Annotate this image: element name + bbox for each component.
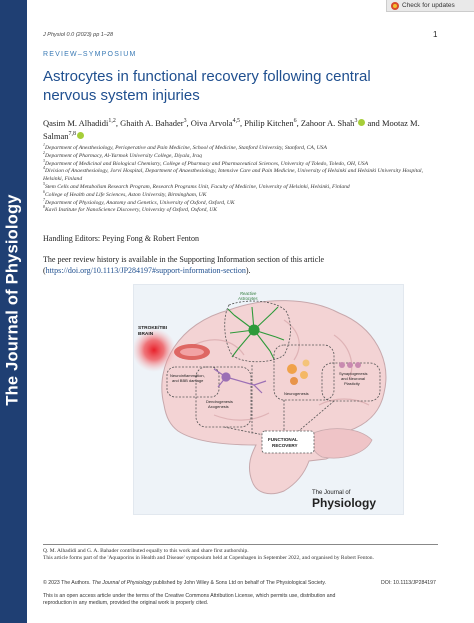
doi-label: DOI: 10.1113/JP284197	[381, 580, 436, 586]
author-separator: ,	[186, 118, 191, 128]
peer-review-note: The peer review history is available in …	[43, 254, 438, 276]
affiliation-text: Department of Anesthesiology, Perioperat…	[44, 145, 327, 151]
affiliation-item: 3Department of Medicinal and Biological …	[43, 158, 438, 169]
article-title: Astrocytes in functional recovery follow…	[43, 68, 371, 104]
author-affiliation-sup: 1,2	[108, 118, 116, 125]
check-updates-label: Check for updates	[402, 2, 455, 9]
astrocyte-icon	[227, 306, 285, 360]
author-name: Mootaz M. Salman	[43, 118, 420, 141]
page-number: 1	[433, 30, 438, 39]
graphical-abstract: STROKE/TBI BRAIN Reactive Astrocytes Neu…	[133, 284, 404, 515]
copyright-journal: The Journal of Physiology	[92, 580, 152, 586]
label-neuroinflam-1: Neuroinflammation,	[170, 373, 205, 378]
affiliation-number: 6	[43, 189, 45, 194]
journal-sidebar: The Journal of Physiology	[0, 0, 27, 623]
affiliation-text: Department of Medicinal and Biological C…	[44, 160, 368, 167]
synapse-icon	[339, 362, 361, 368]
author-name: Qasim M. Alhadidi	[43, 118, 109, 128]
footnote-equal-contribution: Q. M. Alhadidi and G. A. Bahader contrib…	[43, 548, 249, 554]
author-affiliation-sup: 4,5	[232, 118, 241, 125]
affiliation-number: 4	[43, 166, 45, 171]
figure-journal-big: Physiology	[312, 496, 376, 510]
label-synapto-2: and Neuronal	[341, 376, 365, 381]
neurogenesis-icon	[287, 359, 310, 385]
section-label: REVIEW–SYMPOSIUM	[43, 51, 137, 58]
author-affiliation-sup: 3	[183, 118, 187, 125]
orcid-icon[interactable]	[76, 132, 84, 139]
author-name: Philip Kitchen	[244, 118, 294, 128]
affiliation-number: 7	[43, 197, 45, 202]
affiliation-text: Department of Pharmacy, Al-Yarmok Univer…	[44, 152, 202, 159]
author-separator: ,	[115, 118, 121, 128]
peer-review-link[interactable]: https://doi.org/10.1113/JP284197#support…	[45, 266, 246, 275]
affiliation-text: College of Health and Life Sciences, Ast…	[44, 191, 207, 198]
author-name: Ghaith A. Bahader	[120, 118, 184, 128]
affiliation-item: 7Department of Physiology, Anatomy and G…	[43, 197, 438, 208]
affiliation-item: 1Department of Anesthesiology, Periopera…	[43, 143, 438, 153]
affiliation-item: 2Department of Pharmacy, Al-Yarmok Unive…	[43, 150, 438, 161]
affiliation-text: Kavli Institute for NanoScience Discover…	[44, 207, 217, 214]
license-text: This is an open access article under the…	[43, 593, 336, 606]
label-neurogenesis: Neurogenesis	[284, 391, 309, 396]
copyright-line: © 2023 The Authors. The Journal of Physi…	[43, 580, 326, 586]
label-reactive-2: Astrocytes	[237, 296, 258, 301]
affiliation-text: Department of Physiology, Anatomy and Ge…	[44, 199, 235, 206]
peer-review-end: ).	[245, 266, 251, 275]
affiliation-number: 5	[43, 182, 45, 187]
label-synapto-1: Synaptogenesis	[339, 371, 367, 376]
functional-recovery-box	[261, 430, 315, 454]
author-name: Oiva Arvola	[190, 118, 233, 128]
check-updates-icon	[391, 1, 399, 10]
label-functional-2: RECOVERY	[272, 443, 298, 448]
check-updates-button[interactable]: Check for updates	[386, 0, 474, 12]
footnote-rule	[43, 544, 438, 545]
label-neuroinflam-2: and BBB damage	[172, 378, 204, 383]
figure-journal-small: The Journal of	[312, 490, 351, 496]
affiliation-number: 1	[43, 143, 45, 148]
label-reactive-1: Reactive	[240, 291, 257, 296]
author-affiliation-sup: 6	[293, 118, 297, 125]
affiliations: 1Department of Anesthesiology, Periopera…	[43, 143, 438, 215]
label-synapto-3: Plasticity	[344, 381, 360, 386]
affiliation-item: 8Kavli Institute for NanoScience Discove…	[43, 205, 438, 215]
label-brain: BRAIN	[138, 331, 154, 337]
author-affiliation-sup: 7,8	[68, 131, 76, 138]
peer-review-text: The peer review history is available in …	[43, 255, 325, 275]
author-separator: and	[365, 118, 382, 128]
label-stroke: STROKE/TBI	[138, 325, 168, 331]
brain-illustration: STROKE/TBI BRAIN Reactive Astrocytes Neu…	[134, 291, 387, 510]
affiliation-item: 4Division of Anaesthesiology, Jorvi Hosp…	[43, 166, 438, 184]
label-dendro-1: Dendrogenesis	[206, 399, 233, 404]
author-separator: ,	[296, 118, 301, 128]
affiliation-item: 5Stem Cells and Metabolism Research Prog…	[43, 182, 438, 192]
affiliation-number: 3	[43, 158, 45, 163]
author-list: Qasim M. Alhadidi1,2, Ghaith A. Bahader3…	[43, 117, 438, 143]
running-head: J Physiol 0.0 (2023) pp 1–28	[43, 32, 114, 38]
brain-shape	[161, 300, 387, 495]
copyright-suffix: published by John Wiley & Sons Ltd on be…	[151, 580, 326, 586]
orcid-icon[interactable]	[358, 119, 366, 126]
affiliation-text: Division of Anaesthesiology, Jorvi Hospi…	[43, 168, 423, 183]
affiliation-text: Stem Cells and Metabolism Research Progr…	[44, 183, 350, 190]
footnote-symposium: This article forms part of the 'Aquapori…	[43, 555, 374, 562]
handling-editors: Handling Editors: Peying Fong & Robert F…	[43, 234, 199, 243]
sidebar-journal-name: The Journal of Physiology	[3, 194, 22, 406]
label-dendro-2: Axogenesis	[208, 404, 229, 409]
author-name: Zahoor A. Shah	[300, 118, 355, 128]
author-separator: ,	[240, 118, 245, 128]
affiliation-number: 2	[43, 150, 45, 155]
footnotes: Q. M. Alhadidi and G. A. Bahader contrib…	[43, 548, 438, 563]
lesion-spot	[134, 328, 176, 372]
copyright-prefix: © 2023 The Authors.	[43, 580, 93, 586]
neuron-icon	[213, 368, 267, 394]
affiliation-number: 8	[43, 205, 45, 210]
affiliation-item: 6College of Health and Life Sciences, As…	[43, 189, 438, 200]
author-affiliation-sup: 3	[354, 118, 358, 125]
label-functional-1: FUNCTIONAL	[268, 437, 298, 442]
